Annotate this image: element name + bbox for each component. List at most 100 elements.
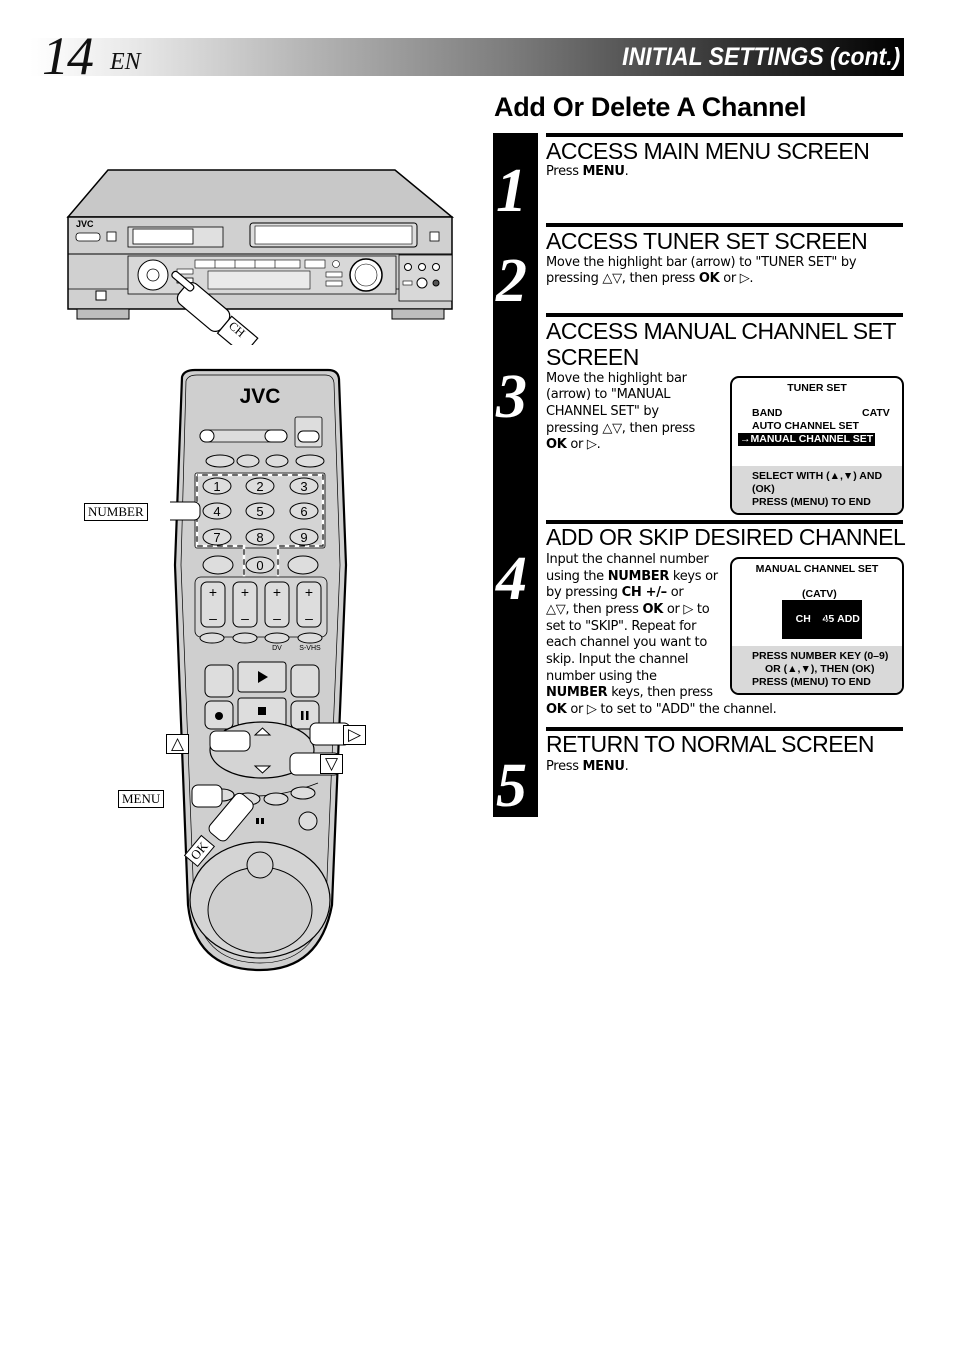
step-5-number: 5 [496,752,527,820]
vcr-pointing-hand [171,270,259,345]
vcr-display [207,270,311,290]
key-9 [289,528,319,546]
number-pointing-hand [170,501,201,521]
plus-minus-rockers: + + + + – – – – [200,581,322,628]
step-5-text-key: MENU [582,759,625,774]
osd-channel-status: ADD [837,613,860,625]
key-7 [202,528,232,546]
osd-channel-label: CH [795,613,811,625]
step-4-line-8: number using the [546,669,657,684]
vcr-brand: JVC [76,219,94,229]
vcr-foot-left [76,308,130,320]
key-7-label: 7 [213,530,220,545]
osd-channel-row: CH 45 ADD [782,600,862,639]
key-5 [245,502,275,520]
step-4-line-5: set to "SKIP". Repeat for [546,619,697,634]
step-4-number: 4 [496,545,527,613]
rocker-4-minus: – [305,610,313,626]
menu-pointing-hand [191,784,223,808]
step-1-number: 1 [496,157,527,225]
rocker-4-plus: + [305,584,313,600]
osd-band-blinking: (CATV) [802,588,837,600]
number-keypad: 1 2 3 4 5 6 7 8 9 0 [202,477,319,574]
osd-channel-number: 45 [822,613,835,625]
remote-illustration: JVC 1 2 3 4 5 6 7 8 9 0 + [170,368,351,972]
step-1-text: Press MENU. [546,164,629,180]
step-4-line-3: by pressing CH +/– or [546,585,684,600]
step-1-text-key: MENU [582,164,625,179]
step-3-line-5: OK or ▷. [546,437,601,452]
osd-footer-line-2: PRESS (MENU) TO END [752,496,871,508]
step-1-bar [493,133,538,223]
step-5-text: Press MENU. [546,759,629,775]
key-4-label: 4 [213,504,220,519]
osd-band-label: BAND [752,407,783,419]
step-4-line-6: each channel you want to [546,635,707,650]
osd-footer-line-2: OR (▲,▼), THEN (OK) [765,663,875,675]
up-pointing-hand [209,730,251,752]
number-callout: NUMBER [84,503,148,521]
rocker-1-minus: – [209,610,217,626]
step-5-text-pre: Press [546,759,583,774]
step-1-title: ACCESS MAIN MENU SCREEN [546,138,870,164]
key-8-label: 8 [256,530,263,545]
osd-footer-line-3: PRESS (MENU) TO END [752,676,871,688]
key-5-label: 5 [256,504,263,519]
step-3-title-1: ACCESS MANUAL CHANNEL SET [546,318,897,344]
step-4-line-4: △▽, then press OK or ▷ to [546,602,710,617]
dv-label: DV [272,645,282,652]
osd-band-value: CATV [862,407,890,419]
step-2-bar [493,223,538,313]
step-5-text-post: . [624,759,629,774]
rocker-1-plus: + [209,584,217,600]
page-language: EN [110,49,141,75]
page-number: 14 [42,26,94,86]
step-5-rule [546,727,903,731]
step-3-line-3: CHANNEL SET" by [546,404,659,419]
key-6 [289,502,319,520]
step-1-text-pre: Press [546,164,583,179]
blink-marks-icon: ⫽ ⧵⧵ [810,613,830,623]
key-3 [289,477,319,495]
step-3-line-1: Move the highlight bar [546,371,687,386]
up-callout: △ [166,734,190,754]
step-4-bar [493,520,538,727]
page-heading: Add Or Delete A Channel [494,92,807,122]
key-0-label: 0 [256,558,263,573]
step-3-rule [546,313,903,317]
step-2-line-2: pressing △▽, then press OK or ▷. [546,271,754,286]
osd-footer: SELECT WITH (▲,▼) AND (OK) PRESS (MENU) … [732,466,902,513]
step-4-line-7: skip. Input the channel [546,652,689,667]
key-2 [245,477,275,495]
tuner-set-osd: TUNER SET BAND CATV AUTO CHANNEL SET →MA… [730,376,904,515]
osd-footer-line-1: PRESS NUMBER KEY (0–9) [752,650,889,662]
ok-pointing-hand [208,792,254,842]
osd-item-manual-highlighted: →MANUAL CHANNEL SET [738,433,876,446]
step-3-line-2: (arrow) to "MANUAL [546,387,671,402]
step-2-line-1: Move the highlight bar (arrow) to "TUNER… [546,255,857,270]
step-3-title-2: SCREEN [546,344,639,370]
step-1-text-post: . [624,164,629,179]
key-3-label: 3 [300,479,307,494]
rocker-3-minus: – [273,610,281,626]
key-8 [245,528,275,546]
osd-title: MANUAL CHANNEL SET [755,563,879,575]
key-0 [245,556,275,574]
vcr-top [66,169,455,218]
menu-callout: MENU [118,790,165,808]
key-6-label: 6 [300,504,307,519]
step-2-number: 2 [496,247,527,315]
manual-channel-set-osd: MANUAL CHANNEL SET (CATV) CH 45 ADD ⫽ ⧵⧵… [730,557,904,695]
step-1-rule [546,133,903,137]
osd-title: TUNER SET [787,382,847,394]
svhs-label: S-VHS [299,645,321,652]
key-9-label: 9 [300,530,307,545]
step-5-title: RETURN TO NORMAL SCREEN [546,731,875,757]
osd-footer-line-1: SELECT WITH (▲,▼) AND (OK) [752,470,883,495]
osd-item-auto: AUTO CHANNEL SET [752,420,859,432]
step-3-number: 3 [496,363,527,431]
rocker-3-plus: + [273,584,281,600]
vcr-illustration: JVC CH [66,169,455,345]
rocker-2-minus: – [241,610,249,626]
remote-brand: JVC [240,385,281,408]
